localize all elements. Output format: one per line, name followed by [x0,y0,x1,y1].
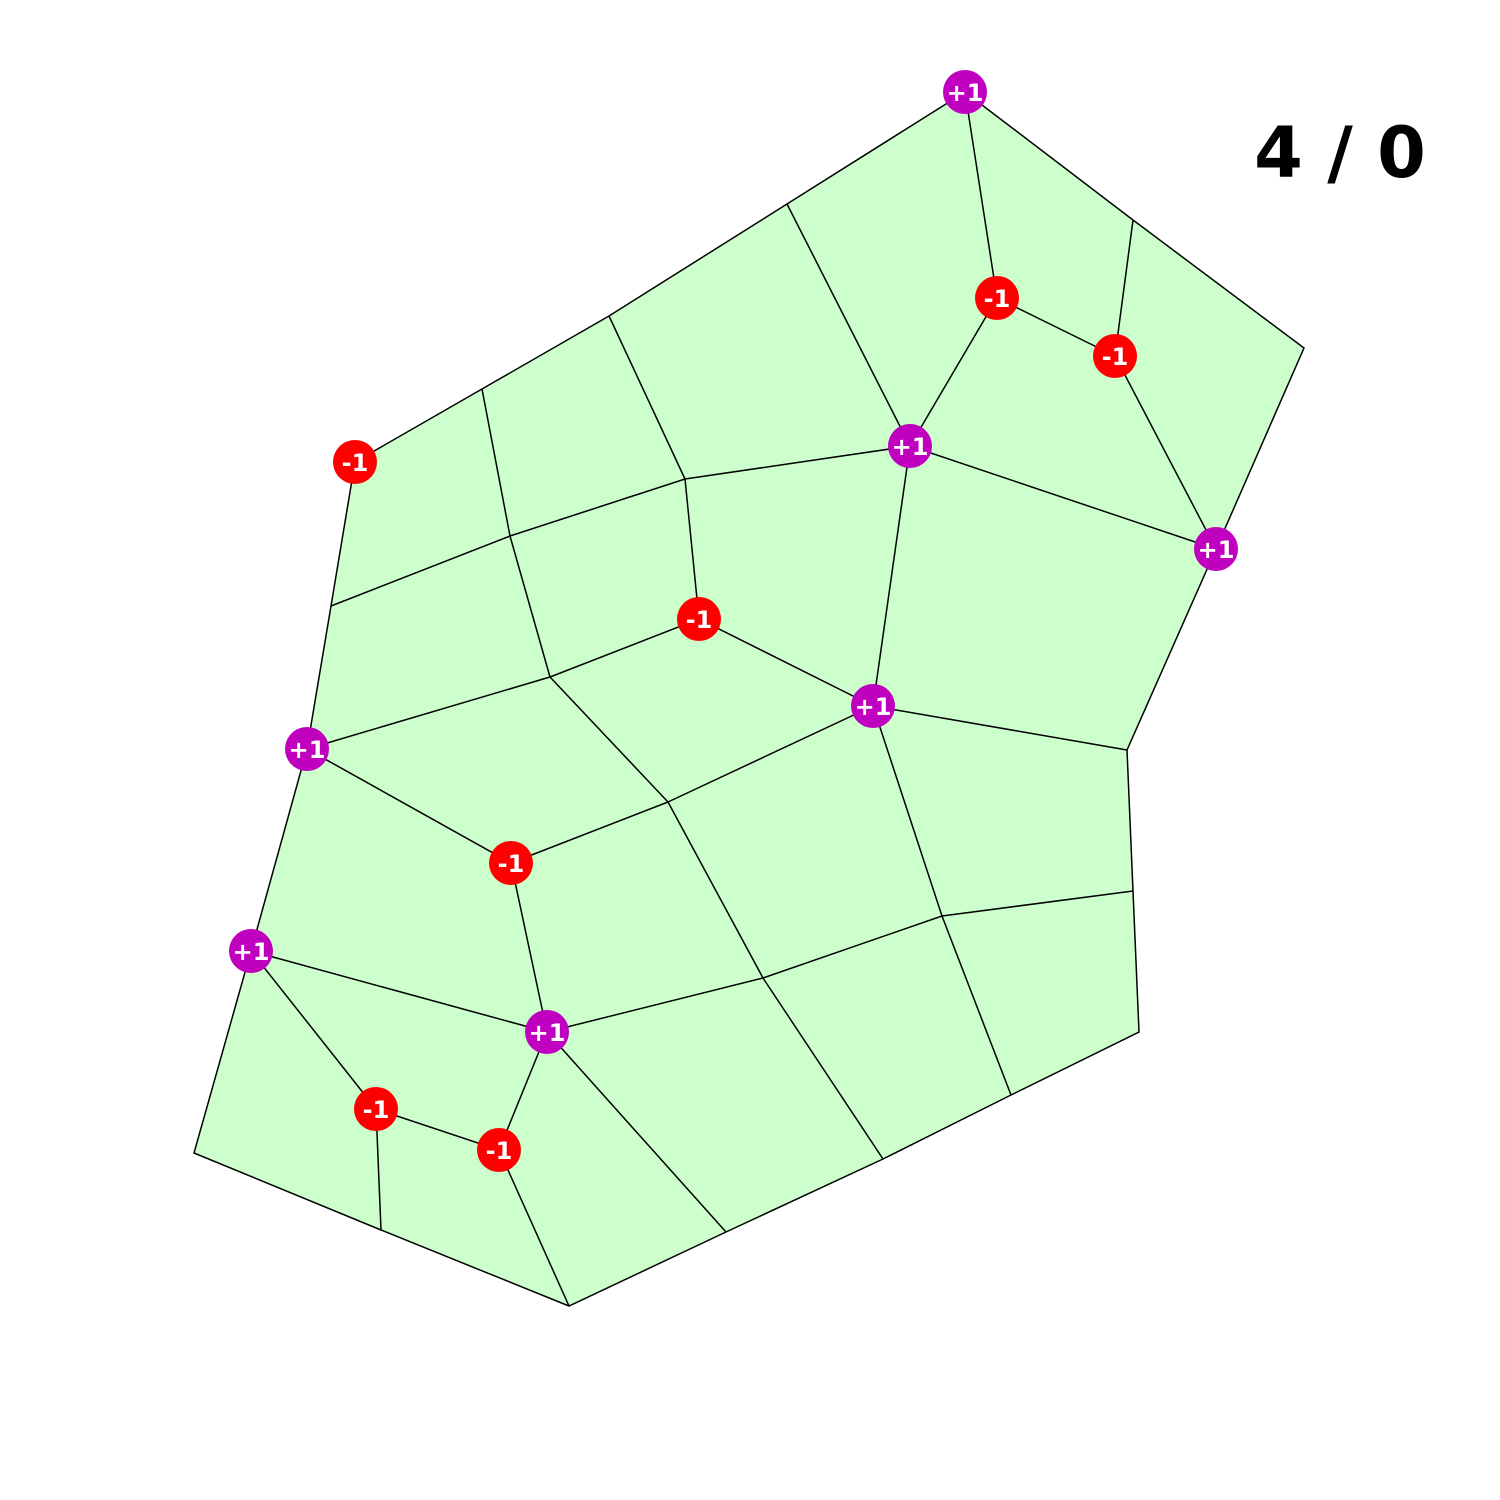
mesh-edge [608,315,686,480]
charge-node-circle [975,276,1019,320]
charge-node-positive: +1 [229,929,273,973]
charge-node-label: -1 [984,285,1011,313]
mesh-edge [872,445,911,707]
mesh-edge [1114,355,1217,550]
mesh-edge [964,91,998,299]
mesh-edge [510,801,669,864]
charge-node-negative: -1 [975,276,1019,320]
charge-node-label: +1 [233,938,270,966]
charge-node-circle [354,1087,398,1131]
mesh-edge [546,1031,727,1233]
mesh-edge [549,676,669,803]
charge-node-label: +1 [1198,536,1235,564]
mesh-edge [306,676,551,750]
charge-node-circle [888,424,932,468]
charge-node-label: -1 [1102,343,1129,371]
mesh-edge [509,535,551,678]
charge-node-label: -1 [686,606,713,634]
charge-node-circle [285,727,329,771]
charge-node-positive: +1 [285,727,329,771]
charge-node-negative: -1 [1093,334,1137,378]
mesh-edge [667,705,874,803]
charge-node-circle [677,597,721,641]
mesh-edge [762,915,943,979]
mesh-edge [250,950,377,1110]
charge-node-label: +1 [892,433,929,461]
mesh-edge [509,478,686,537]
mesh-edge [549,618,700,678]
mesh-edge [941,915,1012,1096]
charge-node-label: -1 [342,449,369,477]
charge-node-label: -1 [498,850,525,878]
mesh-edge [786,203,911,447]
mesh-edge [306,748,512,864]
mesh-edge [909,445,1217,550]
charge-node-circle [333,440,377,484]
mesh-edge [250,950,548,1033]
mesh-edge [684,478,700,620]
charge-node-positive: +1 [525,1010,569,1054]
mesh-edge [684,445,911,480]
charge-node-circle [229,929,273,973]
charge-node-circle [477,1128,521,1172]
mesh-edge [481,388,511,537]
charge-node-circle [851,684,895,728]
charge-node-positive: +1 [943,70,987,114]
charge-node-circle [489,841,533,885]
charge-node-label: +1 [855,693,892,721]
score-label: 4 / 0 [1254,112,1426,194]
charge-node-positive: +1 [851,684,895,728]
mesh-edge [667,801,764,979]
charge-nodes: +1 -1 -1 +1 +1 -1 -1 +1 +1 -1 +1 +1 -1 -1 [229,70,1238,1172]
charge-node-negative: -1 [477,1128,521,1172]
mesh-edge [872,705,943,917]
mesh-edge [510,862,548,1033]
charge-node-positive: +1 [1194,527,1238,571]
charge-node-label: +1 [947,79,984,107]
charge-node-circle [1093,334,1137,378]
mesh-edge [546,977,764,1033]
mesh-edge [941,890,1134,917]
charge-node-label: -1 [363,1096,390,1124]
mesh-edge [872,705,1128,751]
mesh-edge [498,1149,570,1307]
mesh-edge [762,977,884,1160]
charge-node-label: -1 [486,1137,513,1165]
charge-node-positive: +1 [888,424,932,468]
charge-node-circle [943,70,987,114]
mesh-edge [698,618,874,707]
charge-node-negative: -1 [354,1087,398,1131]
charge-node-label: +1 [529,1019,566,1047]
mesh-edge [909,297,998,447]
mesh-edge [330,535,511,607]
charge-node-negative: -1 [677,597,721,641]
charge-node-label: +1 [289,736,326,764]
charge-node-circle [525,1010,569,1054]
charge-node-negative: -1 [489,841,533,885]
charge-node-negative: -1 [333,440,377,484]
mesh-edge [1114,219,1134,357]
charge-node-circle [1194,527,1238,571]
